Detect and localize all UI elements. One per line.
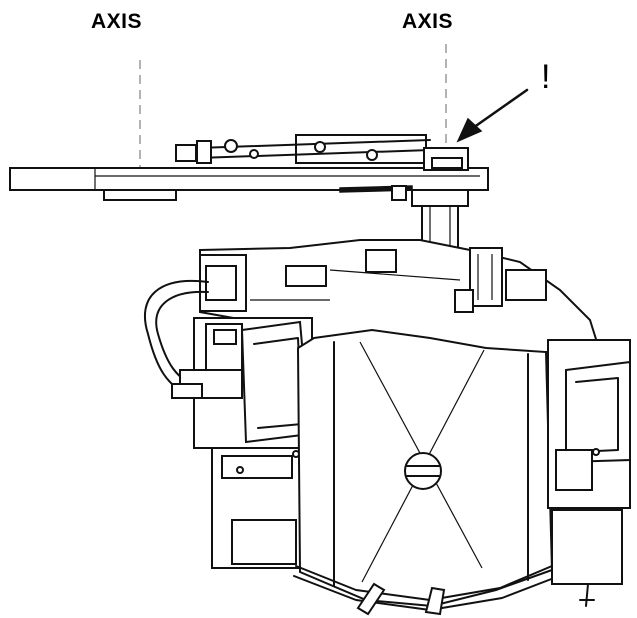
axis-label-left: AXIS	[91, 10, 143, 33]
left-motor	[171, 317, 313, 449]
pointer-arrow	[456, 88, 529, 143]
right-motor	[547, 339, 631, 607]
bottom-screws	[356, 582, 446, 616]
mounting-arm	[9, 134, 489, 251]
lower-left-block	[211, 447, 305, 569]
front-housing	[293, 328, 555, 611]
warning-mark: !	[541, 58, 551, 96]
axis-label-right: AXIS	[402, 10, 454, 33]
